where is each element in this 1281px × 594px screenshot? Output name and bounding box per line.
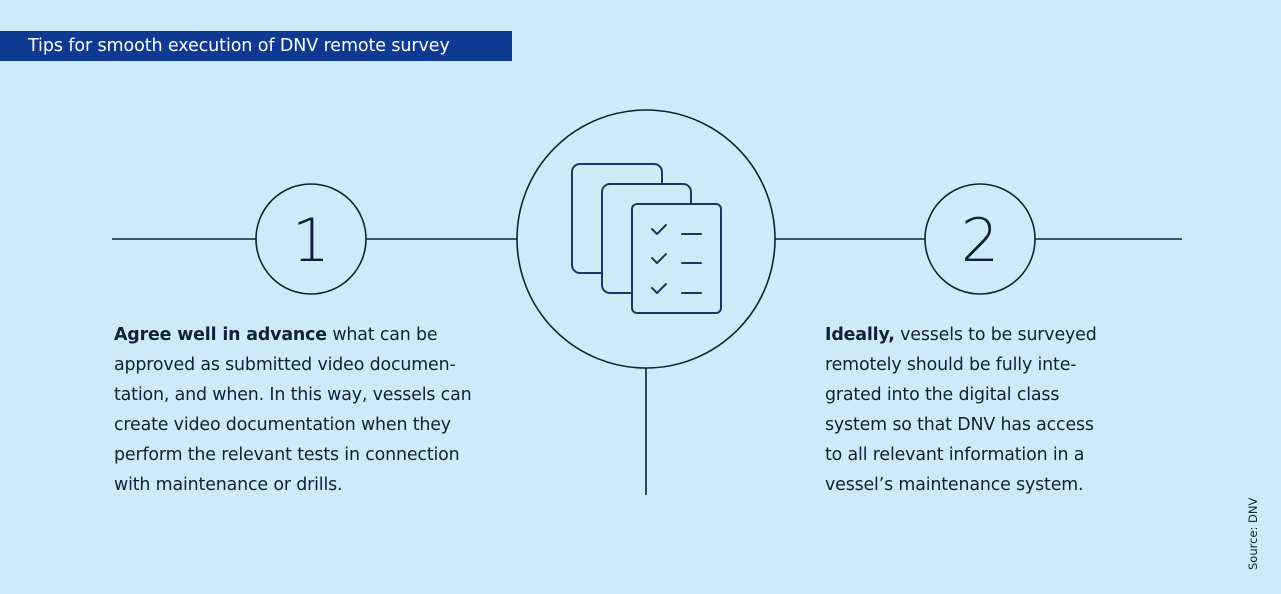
- step-2-marker: 2: [924, 183, 1036, 295]
- source-credit: Source: DNV: [1246, 497, 1260, 570]
- step-1-line: approved as submitted video documen-: [114, 355, 456, 375]
- step-2-line: grated into the digital class: [825, 385, 1060, 405]
- step-1-line: with maintenance or drills.: [114, 475, 343, 495]
- step-1-line: Agree well in advance what can be: [114, 325, 438, 345]
- step-2-line: system so that DNV has access: [825, 415, 1094, 435]
- step-2-bold-lead: Ideally,: [825, 325, 895, 345]
- step-1-bold-lead: Agree well in advance: [114, 325, 327, 345]
- check-mark-icon: [651, 253, 667, 264]
- step-1-number: 1: [292, 206, 330, 276]
- step-2-number: 2: [961, 206, 999, 276]
- check-mark-icon: [651, 283, 667, 294]
- page-title: Tips for smooth execution of DNV remote …: [28, 36, 450, 56]
- step-2-description: Ideally, vessels to be surveyed remotely…: [825, 320, 1097, 500]
- step-1-marker: 1: [255, 183, 367, 295]
- check-mark-icon: [651, 224, 667, 235]
- step-1-line: perform the relevant tests in connection: [114, 445, 460, 465]
- step-2-line: vessel’s maintenance system.: [825, 475, 1084, 495]
- document-sheet-front: [631, 203, 722, 314]
- step-1-line: tation, and when. In this way, vessels c…: [114, 385, 472, 405]
- title-banner: Tips for smooth execution of DNV remote …: [0, 31, 512, 61]
- step-2-line: Ideally, vessels to be surveyed: [825, 325, 1097, 345]
- step-1-description: Agree well in advance what can be approv…: [114, 320, 472, 500]
- step-2-line: to all relevant information in a: [825, 445, 1085, 465]
- step-1-line: create video documentation when they: [114, 415, 451, 435]
- step-2-line: remotely should be fully inte-: [825, 355, 1077, 375]
- center-icon-marker: [516, 109, 776, 369]
- checklist-documents-icon: [571, 163, 722, 314]
